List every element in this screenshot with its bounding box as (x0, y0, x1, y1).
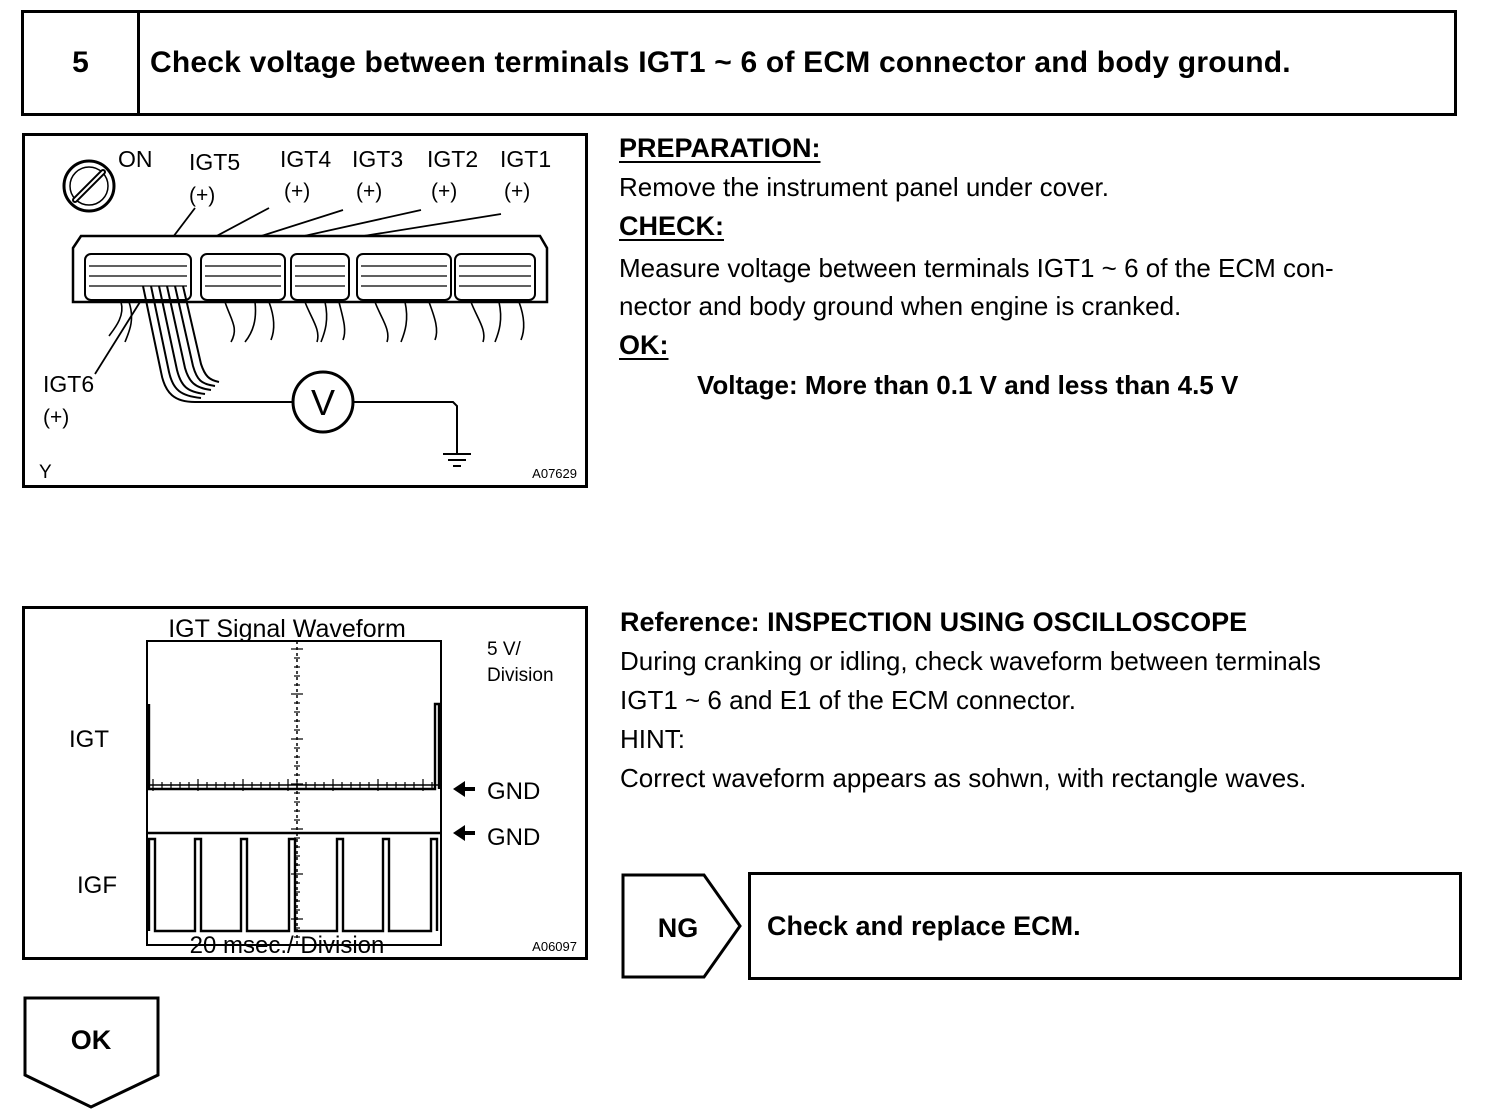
scale-voltage-line-1: 5 V/ (487, 639, 522, 660)
scale-time: 20 msec./ Division (190, 932, 385, 957)
reference-heading: Reference: INSPECTION USING OSCILLOSCOPE (620, 607, 1248, 637)
terminal-label-igt5: IGT5 (189, 149, 240, 175)
scale-voltage-line-2: Division (487, 665, 554, 686)
terminal-label-igt2: IGT2 (427, 146, 478, 172)
step-number: 5 (24, 13, 140, 113)
ng-label: NG (658, 913, 699, 943)
hint-text: Correct waveform appears as sohwn, with … (620, 763, 1307, 793)
voltmeter-icon: V (291, 370, 355, 434)
voltmeter-symbol: V (311, 382, 335, 423)
ng-arrow-icon (621, 873, 742, 979)
figure-code: A07629 (532, 466, 577, 481)
terminal-polarity-igt4: (+) (284, 180, 310, 203)
step-title: Check voltage between terminals IGT1 ~ 6… (150, 46, 1291, 79)
igt-channel-label: IGT (69, 726, 109, 753)
terminal-polarity-igt6: (+) (43, 406, 69, 429)
connector-diagram: ON IGT5 (+) IGT4 (+) IGT3 (+) IGT2 (+) I… (22, 133, 588, 488)
ecm-connector-icon (71, 234, 549, 343)
igf-channel-label: IGF (77, 872, 117, 899)
figure-corner-letter: Y (39, 462, 52, 483)
terminal-label-igt1: IGT1 (500, 146, 551, 172)
ground-symbol-icon (443, 453, 471, 467)
igf-waveform (147, 837, 439, 933)
terminal-polarity-igt5: (+) (189, 184, 215, 207)
check-heading: CHECK: (619, 211, 724, 241)
ok-label: OK (71, 1025, 112, 1055)
ok-arrow-icon (23, 996, 160, 1109)
reference-line-2: IGT1 ~ 6 and E1 of the ECM connector. (620, 685, 1076, 715)
ok-heading: OK: (619, 330, 669, 360)
terminal-label-igt4: IGT4 (280, 146, 331, 172)
ok-spec: Voltage: More than 0.1 V and less than 4… (697, 370, 1239, 400)
ground-wire (353, 401, 458, 454)
terminal-polarity-igt3: (+) (356, 180, 382, 203)
scope-screen (146, 640, 442, 946)
step-header: 5 Check voltage between terminals IGT1 ~… (21, 10, 1457, 116)
ng-result-box: Check and replace ECM. (748, 872, 1462, 980)
terminal-polarity-igt1: (+) (504, 180, 530, 203)
terminal-label-igt3: IGT3 (352, 146, 403, 172)
hint-label: HINT: (620, 724, 685, 754)
switch-on-label: ON (118, 146, 153, 172)
terminal-polarity-igt2: (+) (431, 180, 457, 203)
ng-result-text: Check and replace ECM. (767, 910, 1081, 941)
gnd-label-igf: GND (487, 824, 540, 851)
gnd-label-igt: GND (487, 778, 540, 805)
oscilloscope-waveform-figure: IGT Signal Waveform 5 V/ Division IGT IG… (22, 606, 588, 960)
probe-wires (142, 285, 293, 403)
gnd-arrow-icon (453, 781, 475, 797)
preparation-text: Remove the instrument panel under cover. (619, 172, 1109, 202)
ng-branch-arrow: NG (620, 872, 744, 980)
terminal-label-igt6: IGT6 (43, 371, 94, 397)
ignition-switch-icon (62, 159, 116, 213)
reference-line-1: During cranking or idling, check wavefor… (620, 646, 1321, 676)
gnd-arrow-icon (453, 825, 475, 841)
figure-code: A06097 (532, 939, 577, 954)
check-text-line-1: Measure voltage between terminals IGT1 ~… (619, 253, 1334, 283)
ok-branch-arrow: OK (22, 995, 162, 1111)
preparation-heading: PREPARATION: (619, 133, 821, 163)
check-text-line-2: nector and body ground when engine is cr… (619, 291, 1182, 321)
scope-title: IGT Signal Waveform (168, 615, 406, 643)
igt-waveform (147, 702, 441, 791)
